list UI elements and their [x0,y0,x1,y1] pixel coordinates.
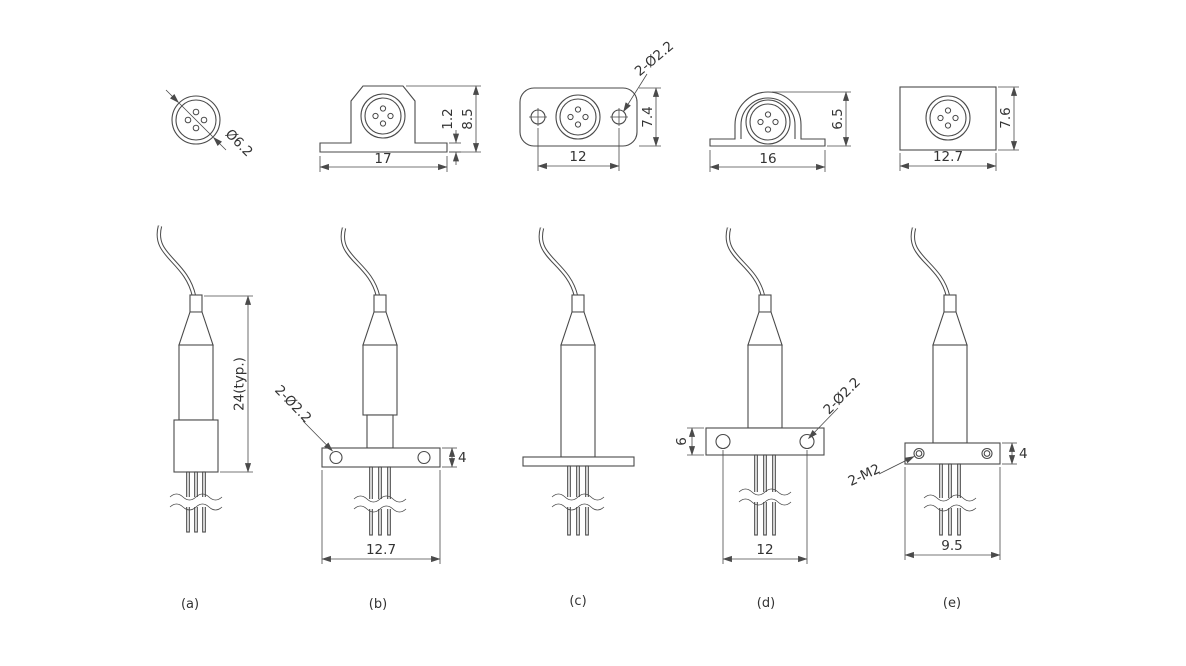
caption-c: (c) [569,594,586,609]
dim-c-mount-holes: 2-Ø2.2 [632,38,677,80]
mount-hole [329,450,343,465]
dim-d-flange-height: 6 [674,437,690,446]
dim-b-overall-height: 8.5 [460,108,476,129]
threaded-hole-inner [983,450,991,457]
caption-d: (d) [757,596,775,611]
mounting-flange [522,456,635,467]
threaded-hole [913,447,925,460]
fiber-boot [758,294,772,313]
connector-face [925,95,971,141]
nose-cone [747,311,783,346]
connector-face [360,93,406,139]
dim-b-base-width: 17 [374,151,391,167]
dim-e-flange-width: 9.5 [941,538,962,554]
figure-captions: (a) (b) (c) (d) (e) [181,594,961,612]
figure-d-side-view: 6 2-Ø2.2 12 [674,227,864,564]
nose-cone [362,311,398,346]
mounting-flange [321,447,441,468]
dim-d-bracket-height: 6.5 [830,108,846,129]
mounting-flange [904,442,1001,465]
mount-hole [715,433,731,450]
mount-hole [417,450,431,465]
fiber-boot [943,294,957,313]
dim-b-base-thickness: 1.2 [440,108,456,129]
body [362,344,398,416]
dim-d-bracket-width: 16 [759,151,776,167]
body [178,344,214,421]
figure-d-top-view: 16 6.5 [709,91,851,172]
body [747,344,783,429]
dim-b-flange-width: 12.7 [366,542,396,558]
figure-c-side-view [522,227,635,536]
figure-c-top-view: 2-Ø2.2 12 7.4 [519,38,677,171]
fiber-boot [373,294,387,313]
caption-e: (e) [943,596,961,611]
threaded-hole [981,447,993,460]
nose-cone [932,311,968,346]
nose-cone [560,311,596,346]
dim-d-mount-holes: 2-Ø2.2 [820,374,864,418]
figure-e-side-view: 2-M2 4 9.5 [846,227,1028,560]
figure-b-top-view: 17 1.2 8.5 [319,85,481,172]
dim-d-hole-spacing: 12 [756,542,773,558]
mount-hole [799,433,815,450]
figure-b-side-view: 2-Ø2.2 4 12.7 [271,227,467,564]
threaded-hole-inner [915,450,923,457]
figure-a-side-view: 24(typ.) [156,225,253,533]
dim-a-body-height: 24(typ.) [232,357,248,411]
body-base [173,419,219,473]
dim-e-flange-thickness: 4 [1019,446,1028,462]
dim-b-flange-thickness: 4 [458,450,467,466]
dim-b-mount-holes: 2-Ø2.2 [271,382,314,426]
fiber-boot [189,294,203,313]
caption-a: (a) [181,597,199,612]
figure-a-top-view: Ø6.2 [165,89,256,160]
body [560,344,596,458]
dim-c-hole-spacing: 12 [569,149,586,165]
connector-face [745,99,791,145]
dim-e-flange-height: 7.6 [998,107,1014,128]
connector-face [555,94,601,140]
nose-cone [178,311,214,346]
body [932,344,968,444]
fiber-boot [571,294,585,313]
figure-e-top-view: 12.7 7.6 [899,86,1019,171]
dim-e-mount-holes: 2-M2 [846,461,883,490]
caption-b: (b) [369,597,387,612]
dim-a-diameter: Ø6.2 [222,126,256,160]
mounting-flange [705,427,825,456]
dim-e-flange-width: 12.7 [933,149,963,165]
body-neck [366,414,394,449]
dim-c-flange-height: 7.4 [640,106,656,127]
